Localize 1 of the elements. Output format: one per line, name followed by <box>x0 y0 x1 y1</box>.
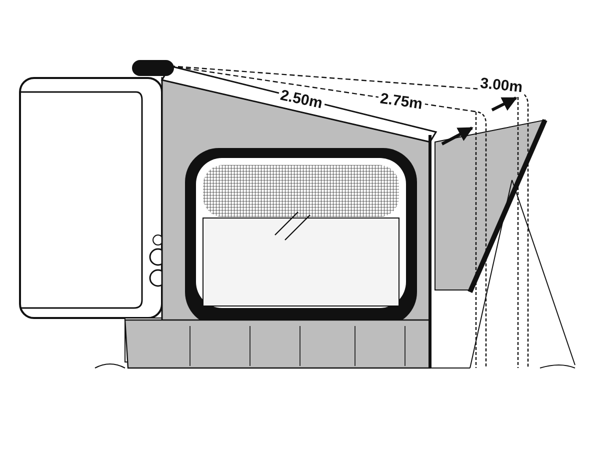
dimension-label: 3.00m <box>477 76 526 96</box>
